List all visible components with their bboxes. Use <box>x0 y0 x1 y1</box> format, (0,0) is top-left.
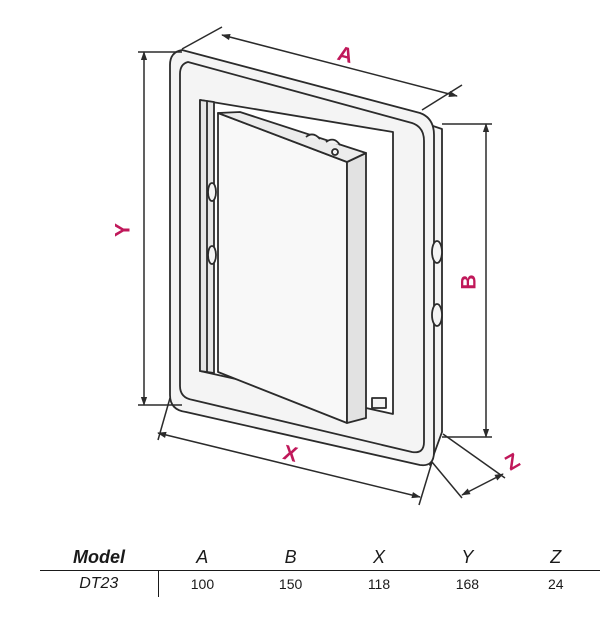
clip <box>305 133 321 140</box>
hinge-bump <box>431 240 443 264</box>
value-B: 150 <box>246 570 335 597</box>
column-header-Z: Z <box>550 546 562 567</box>
dimension-A <box>181 26 463 111</box>
latch-bump <box>207 245 217 265</box>
access-panel <box>169 49 443 467</box>
access-panel-drawing: A Y B X Z <box>112 26 524 506</box>
latch-bump <box>207 182 217 202</box>
table-row: DT23 100 150 118 168 24 <box>40 570 600 597</box>
model-cell: DT23 <box>40 570 159 597</box>
model-header: Model <box>73 546 125 567</box>
label-Y: Y <box>112 223 135 237</box>
table-header-row: Model A B X Y Z <box>40 544 600 571</box>
label-A: A <box>335 42 356 68</box>
clip <box>325 138 341 146</box>
value-X: 118 <box>334 570 424 597</box>
value-Z: 24 <box>511 570 600 597</box>
door-panel <box>217 112 348 424</box>
label-X: X <box>281 441 300 467</box>
label-Z: Z <box>501 449 524 475</box>
value-Y: 168 <box>423 570 512 597</box>
dimension-B <box>442 123 492 438</box>
column-header-Y: Y <box>461 546 474 567</box>
dimension-X <box>157 397 433 506</box>
column-header-A: A <box>196 546 209 567</box>
column-header-B: B <box>284 546 297 567</box>
dimension-Y <box>138 51 182 406</box>
label-B: B <box>458 274 481 289</box>
dimension-Z <box>431 433 506 499</box>
door-top <box>217 111 367 163</box>
hinge-bump <box>431 303 443 327</box>
clip <box>371 397 387 409</box>
door-edge <box>346 152 367 424</box>
value-A: 100 <box>158 570 247 597</box>
spec-table: Model A B X Y Z DT23 100 150 118 168 24 <box>40 544 600 597</box>
column-header-X: X <box>372 546 385 567</box>
